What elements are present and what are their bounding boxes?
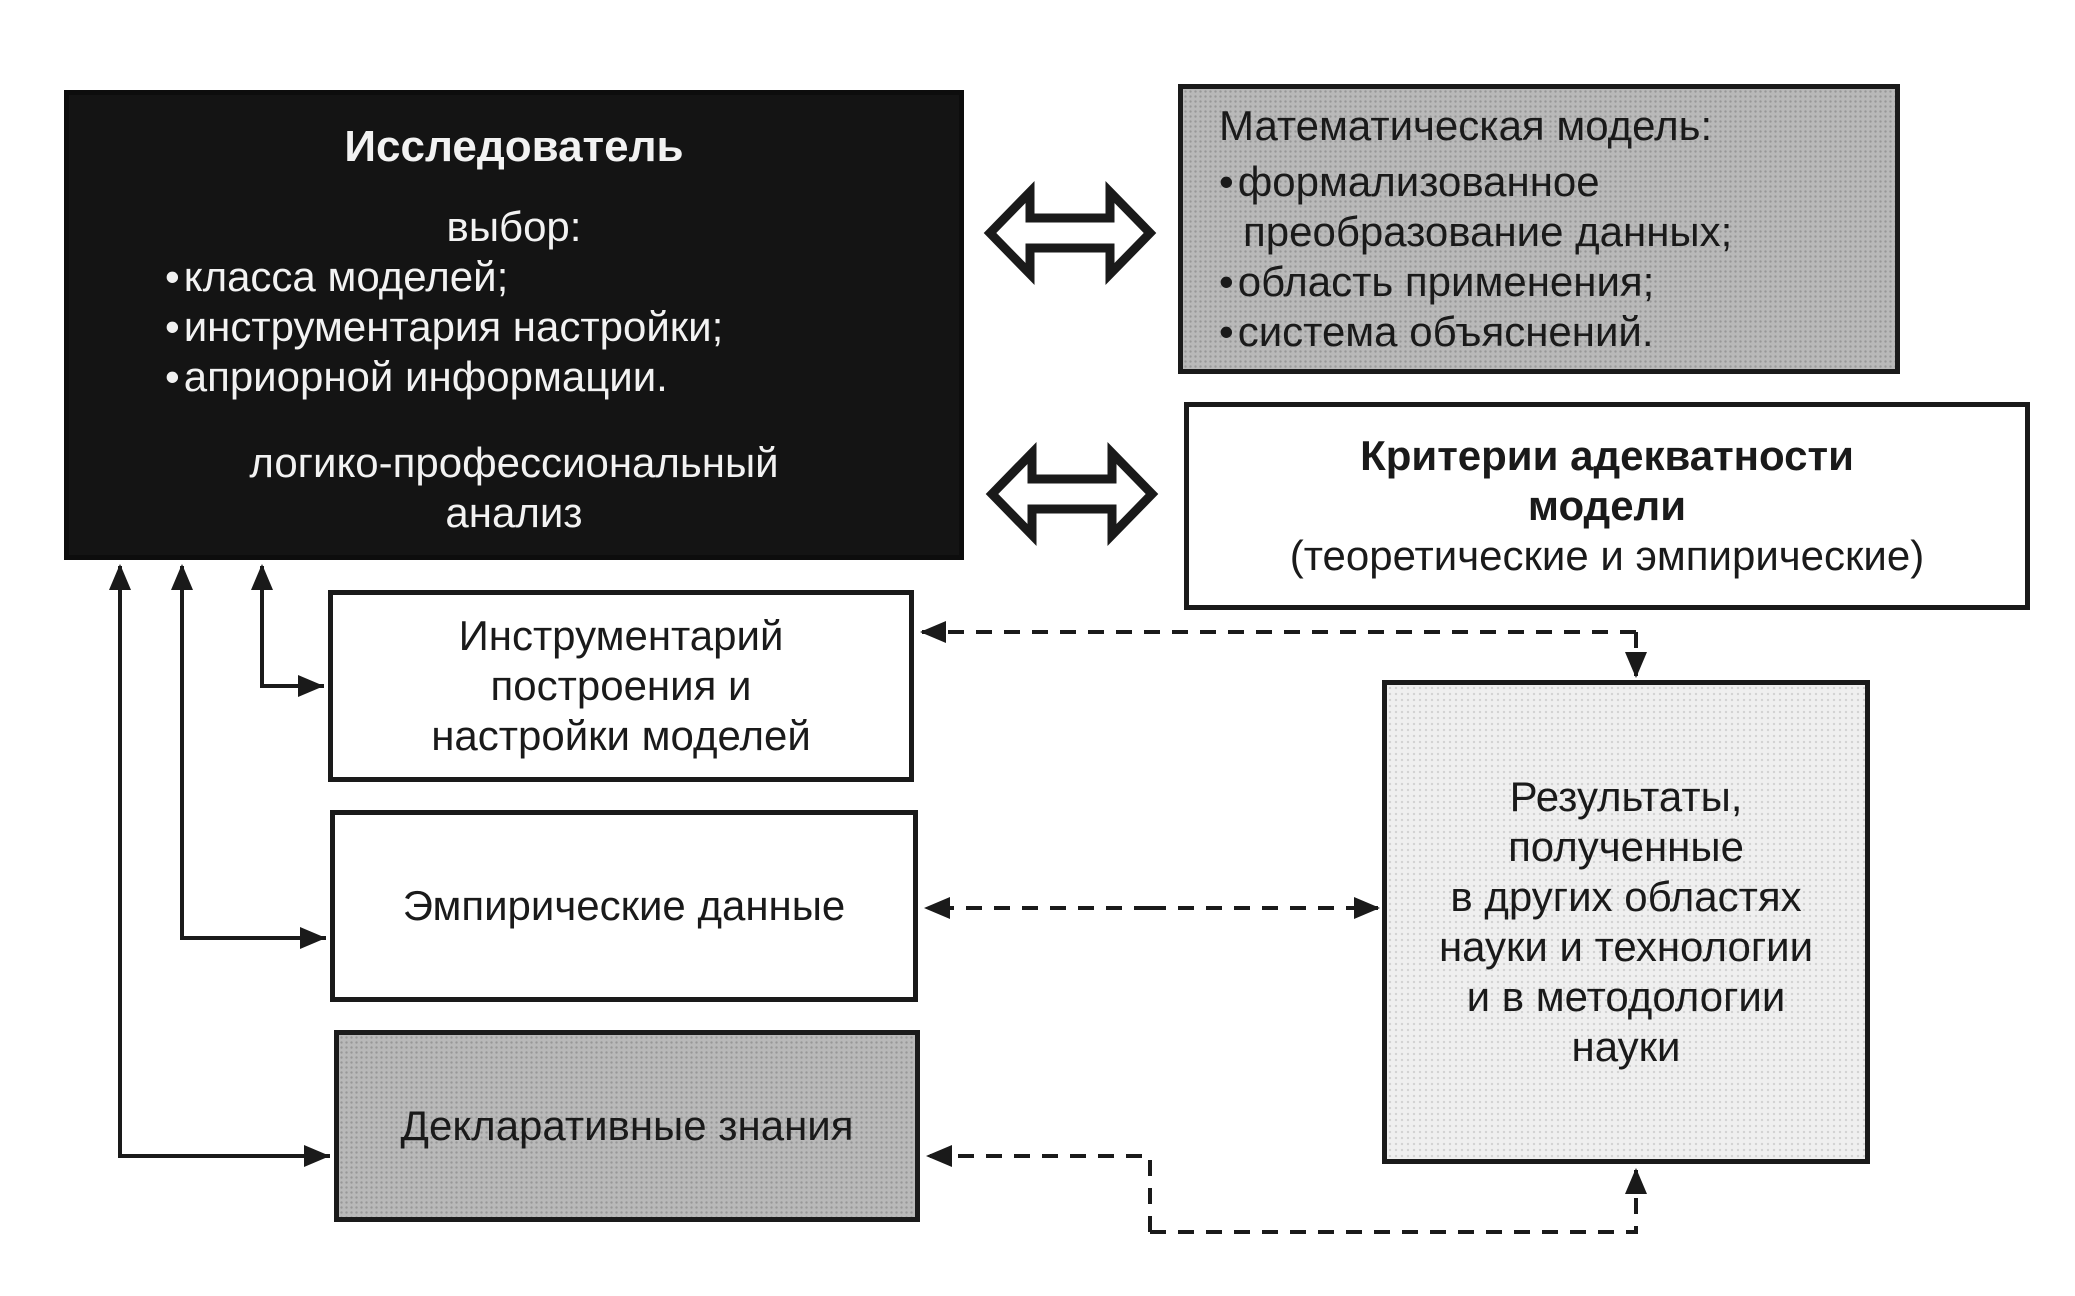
solid-connector	[171, 564, 326, 940]
researcher-analysis-line1: логико-профессиональный	[249, 439, 779, 486]
math-model-box: Математическая модель: формализованное п…	[1178, 84, 1900, 374]
results-line4: науки и технологии	[1438, 923, 1814, 970]
researcher-choice-list: класса моделей; инструментария настройки…	[165, 252, 724, 402]
math-model-item-continued: преобразование данных;	[1243, 208, 1733, 255]
double-arrow-icon	[983, 180, 1157, 286]
tools-box: Инструментарий построения и настройки мо…	[328, 590, 914, 782]
results-line3: в других областях	[1450, 873, 1802, 920]
math-model-title: Математическая модель:	[1219, 102, 1713, 149]
researcher-choice-item: класса моделей;	[165, 252, 723, 302]
criteria-box: Критерии адекватности модели (теоретичес…	[1184, 402, 2030, 610]
researcher-box: Исследователь выбор: класса моделей; инс…	[64, 90, 964, 560]
results-line6: науки	[1571, 1023, 1681, 1070]
researcher-analysis-line2: анализ	[445, 489, 583, 536]
declarative-knowledge-box: Декларативные знания	[334, 1030, 920, 1222]
results-line2: полученные	[1508, 823, 1744, 870]
criteria-title-line2: модели	[1527, 482, 1687, 529]
researcher-choice-item: инструментария настройки;	[165, 302, 724, 352]
researcher-choice-label: выбор:	[446, 203, 582, 250]
solid-connector	[251, 564, 324, 688]
results-line1: Результаты,	[1509, 773, 1743, 820]
solid-connector	[109, 564, 330, 1158]
dashed-connector	[1150, 1168, 1647, 1234]
researcher-choice-item: априорной информации.	[165, 352, 723, 402]
tools-line1: Инструментарий	[458, 612, 784, 659]
double-arrow-icon	[985, 441, 1159, 547]
declarative-knowledge-label: Декларативные знания	[400, 1102, 854, 1149]
empirical-data-label: Эмпирические данные	[402, 882, 846, 929]
math-model-item: область применения;	[1219, 257, 1655, 307]
math-model-item: система объяснений.	[1219, 307, 1654, 357]
results-line5: и в методологии	[1466, 973, 1786, 1020]
tools-line3: настройки моделей	[431, 712, 811, 759]
tools-line2: построения и	[490, 662, 752, 709]
criteria-title-line1: Критерии адекватности	[1360, 432, 1854, 479]
researcher-title: Исследователь	[344, 122, 684, 171]
empirical-data-box: Эмпирические данные	[330, 810, 918, 1002]
dashed-connector	[926, 1145, 1152, 1232]
results-box: Результаты, полученные в других областях…	[1382, 680, 1870, 1164]
math-model-item: формализованное	[1219, 157, 1600, 207]
criteria-subtitle: (теоретические и эмпирические)	[1289, 532, 1925, 579]
